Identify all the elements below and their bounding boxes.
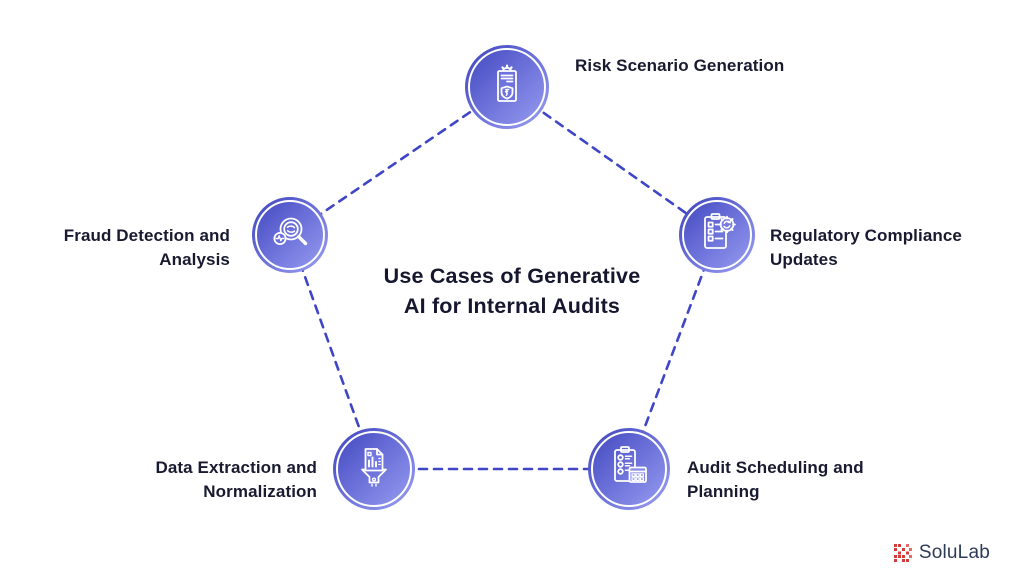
node-fraud-detection-analysis (252, 197, 328, 273)
magnifier-analysis-icon (266, 209, 314, 262)
label-audit-scheduling-planning: Audit Scheduling and Planning (687, 458, 864, 501)
page-title: Use Cases of Generative AI for Internal … (383, 264, 641, 318)
document-funnel-icon (350, 443, 398, 496)
label-risk-scenario-generation: Risk Scenario Generation (575, 56, 785, 75)
node-data-extraction-normalization (333, 428, 415, 510)
solulab-logo: SoluLab (893, 542, 990, 564)
label-fraud-detection-analysis: Fraud Detection and Analysis (63, 226, 230, 269)
clipboard-calendar-icon (605, 443, 653, 496)
solulab-logo-text: SoluLab (918, 542, 990, 563)
pixel-grid-logo-icon (893, 543, 913, 563)
shield-report-gear-icon (483, 61, 531, 114)
node-risk-scenario-generation (465, 45, 549, 129)
node-regulatory-compliance-updates (679, 197, 755, 273)
checklist-update-gear-icon (693, 209, 741, 262)
node-audit-scheduling-planning (588, 428, 670, 510)
label-data-extraction-normalization: Data Extraction and Normalization (155, 458, 317, 501)
label-regulatory-compliance-updates: Regulatory Compliance Updates (770, 226, 962, 269)
